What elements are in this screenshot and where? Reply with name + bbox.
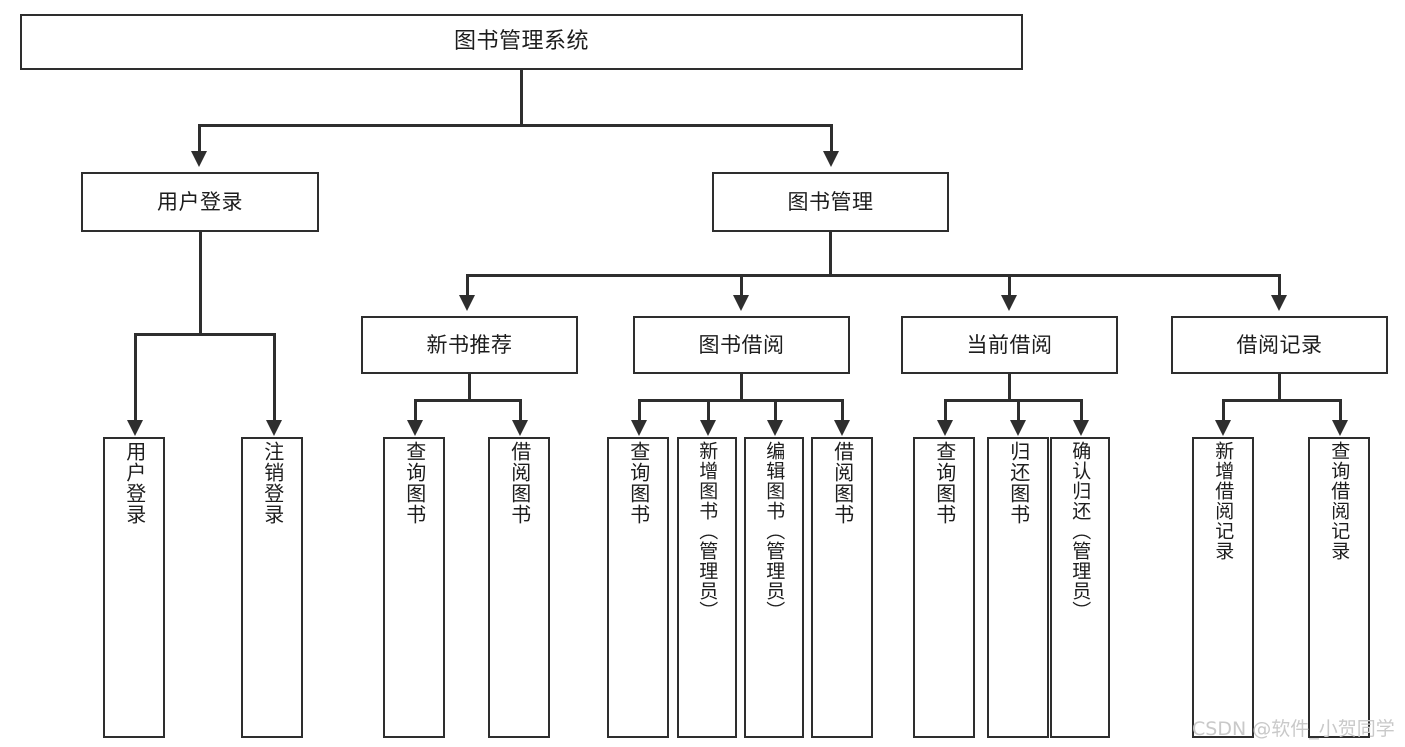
arrow-book-manage-to-current xyxy=(1001,295,1017,311)
connector-borrow-to-leaf-1 xyxy=(638,399,641,420)
node-label: 新增借阅记录 xyxy=(1212,441,1235,561)
leaf-recommend-query-book[interactable]: 查询图书 xyxy=(383,437,445,738)
connector-root-stem xyxy=(520,70,523,125)
connector-root-bar xyxy=(198,124,832,127)
node-book-borrow[interactable]: 图书借阅 xyxy=(633,316,850,374)
arrow-borrow-to-leaf-3 xyxy=(767,420,783,436)
arrow-user-login-to-leaf-1 xyxy=(127,420,143,436)
connector-recommend-to-leaf-1 xyxy=(414,399,417,420)
connector-borrow-to-leaf-3 xyxy=(774,399,777,420)
node-label: 查询图书 xyxy=(626,441,651,525)
leaf-current-confirm-return-admin[interactable]: 确认归还（管理员） xyxy=(1050,437,1110,738)
node-user-login[interactable]: 用户登录 xyxy=(81,172,319,232)
arrow-record-to-leaf-1 xyxy=(1215,420,1231,436)
leaf-borrow-query-book[interactable]: 查询图书 xyxy=(607,437,669,738)
node-label: 借阅图书 xyxy=(830,441,855,525)
leaf-recommend-borrow-book[interactable]: 借阅图书 xyxy=(488,437,550,738)
node-label: 当前借阅 xyxy=(966,332,1053,357)
node-label: 用户登录 xyxy=(122,441,147,525)
leaf-user-login-logout[interactable]: 注销登录 xyxy=(241,437,303,738)
connector-user-login-bar xyxy=(134,333,276,336)
connector-book-manage-to-current xyxy=(1008,274,1011,295)
connector-current-to-leaf-3 xyxy=(1080,399,1083,420)
node-book-management[interactable]: 图书管理 xyxy=(712,172,949,232)
connector-current-bar xyxy=(944,399,1082,402)
connector-recommend-stem xyxy=(468,374,471,400)
node-label: 图书借阅 xyxy=(698,332,785,357)
connector-borrow-to-leaf-2 xyxy=(707,399,710,420)
connector-record-to-leaf-2 xyxy=(1339,399,1342,420)
node-label: 图书管理 xyxy=(787,189,874,214)
connector-book-manage-bar xyxy=(466,274,1280,277)
connector-recommend-to-leaf-2 xyxy=(519,399,522,420)
node-label: 用户登录 xyxy=(157,189,243,214)
csdn-watermark: CSDN @软件_小贺同学 xyxy=(1192,718,1395,740)
node-root-system[interactable]: 图书管理系统 xyxy=(20,14,1023,70)
leaf-current-return-book[interactable]: 归还图书 xyxy=(987,437,1049,738)
arrow-record-to-leaf-2 xyxy=(1332,420,1348,436)
leaf-record-query-record[interactable]: 查询借阅记录 xyxy=(1308,437,1370,738)
arrow-root-to-user-login xyxy=(191,151,207,167)
leaf-record-add-record[interactable]: 新增借阅记录 xyxy=(1192,437,1254,738)
arrow-book-manage-to-record xyxy=(1271,295,1287,311)
connector-borrow-to-leaf-4 xyxy=(841,399,844,420)
connector-user-login-stem xyxy=(199,232,202,334)
connector-root-to-book-manage xyxy=(830,124,833,151)
arrow-current-to-leaf-1 xyxy=(937,420,953,436)
leaf-borrow-edit-book-admin[interactable]: 编辑图书（管理员） xyxy=(744,437,804,738)
leaf-borrow-borrow-book[interactable]: 借阅图书 xyxy=(811,437,873,738)
arrow-current-to-leaf-2 xyxy=(1010,420,1026,436)
node-new-book-recommend[interactable]: 新书推荐 xyxy=(361,316,578,374)
connector-book-manage-stem xyxy=(829,232,832,276)
arrow-book-manage-to-borrow xyxy=(733,295,749,311)
connector-record-stem xyxy=(1278,374,1281,400)
leaf-current-query-book[interactable]: 查询图书 xyxy=(913,437,975,738)
node-label: 编辑图书（管理员） xyxy=(763,441,786,621)
node-current-borrow[interactable]: 当前借阅 xyxy=(901,316,1118,374)
connector-root-to-user-login xyxy=(198,124,201,151)
connector-borrow-stem xyxy=(740,374,743,400)
arrow-current-to-leaf-3 xyxy=(1073,420,1089,436)
node-label: 查询借阅记录 xyxy=(1328,441,1351,561)
arrow-borrow-to-leaf-2 xyxy=(700,420,716,436)
arrow-root-to-book-manage xyxy=(823,151,839,167)
connector-user-login-to-leaf-2 xyxy=(273,333,276,420)
arrow-book-manage-to-recommend xyxy=(459,295,475,311)
arrow-borrow-to-leaf-1 xyxy=(631,420,647,436)
node-label: 新增图书（管理员） xyxy=(696,441,719,621)
leaf-user-login-login[interactable]: 用户登录 xyxy=(103,437,165,738)
connector-recommend-bar xyxy=(414,399,522,402)
node-label: 借阅记录 xyxy=(1236,332,1323,357)
connector-current-to-leaf-1 xyxy=(944,399,947,420)
node-label: 确认归还（管理员） xyxy=(1069,441,1092,621)
node-borrow-record[interactable]: 借阅记录 xyxy=(1171,316,1388,374)
arrow-recommend-to-leaf-1 xyxy=(407,420,423,436)
connector-current-to-leaf-2 xyxy=(1017,399,1020,420)
arrow-borrow-to-leaf-4 xyxy=(834,420,850,436)
connector-record-to-leaf-1 xyxy=(1222,399,1225,420)
node-label: 新书推荐 xyxy=(426,332,513,357)
arrow-user-login-to-leaf-2 xyxy=(266,420,282,436)
connector-borrow-bar xyxy=(638,399,844,402)
node-label: 注销登录 xyxy=(260,441,285,525)
node-label: 查询图书 xyxy=(402,441,427,525)
connector-book-manage-to-recommend xyxy=(466,274,469,295)
connector-record-bar xyxy=(1222,399,1341,402)
node-label: 查询图书 xyxy=(932,441,957,525)
node-label: 图书管理系统 xyxy=(453,29,589,55)
connector-book-manage-to-borrow xyxy=(740,274,743,295)
leaf-borrow-add-book-admin[interactable]: 新增图书（管理员） xyxy=(677,437,737,738)
arrow-recommend-to-leaf-2 xyxy=(512,420,528,436)
connector-current-stem xyxy=(1008,374,1011,400)
node-label: 归还图书 xyxy=(1006,441,1031,525)
connector-book-manage-to-record xyxy=(1278,274,1281,295)
node-label: 借阅图书 xyxy=(507,441,532,525)
connector-user-login-to-leaf-1 xyxy=(134,333,137,420)
